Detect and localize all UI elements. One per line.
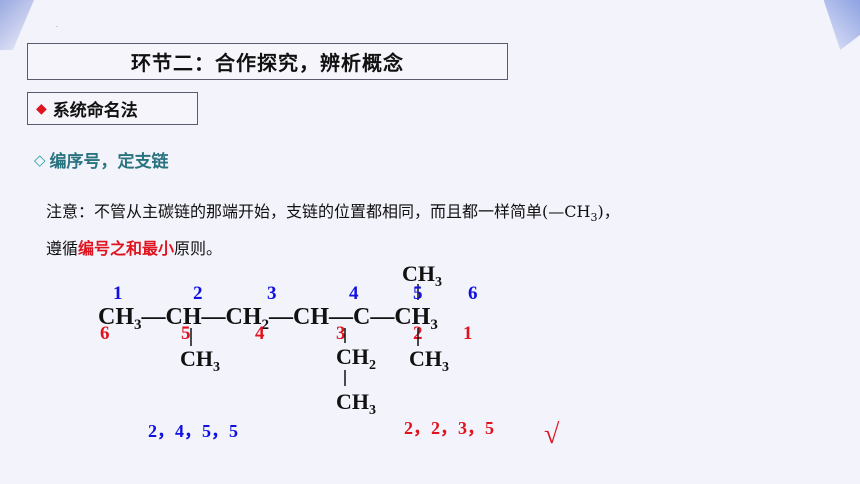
branch-c4-ch2: CH2 <box>336 344 376 373</box>
sub-heading-text: 编序号，定支链 <box>49 152 169 172</box>
num-left-4: 4 <box>349 283 359 304</box>
check-mark-icon: √ <box>544 419 560 450</box>
num-left-2: 2 <box>193 283 203 304</box>
hollow-diamond-icon: ◇ <box>34 150 46 169</box>
section-heading: 系统命名法 <box>52 101 138 121</box>
note-subscript: 3 <box>590 211 598 225</box>
decorative-dot: . <box>56 22 58 29</box>
num-right-3: 3 <box>336 323 346 344</box>
main-chain: CH3—CH—CH2—CH—C—CH3 <box>98 304 438 333</box>
section-heading-box: ◆ 系统命名法 <box>27 92 198 125</box>
num-left-5: 5 <box>413 283 423 304</box>
note-line-2-end: 原则。 <box>174 239 223 258</box>
note-line-1-end: )， <box>597 202 620 221</box>
branch-c2: CH3 <box>180 346 220 375</box>
blue-locants: 2，4，5，5 <box>148 421 238 441</box>
num-right-5: 5 <box>181 323 191 344</box>
note-line-2: 遵循编号之和最小原则。 <box>46 235 222 259</box>
diamond-bullet-icon: ◆ <box>36 100 47 117</box>
note-line-1-text: 注意：不管从主碳链的那端开始，支链的位置都相同，而且都一样简单(—CH <box>46 202 591 221</box>
num-right-1: 1 <box>463 323 473 344</box>
branch-c5-up: CH3 <box>402 261 442 290</box>
note-line-1: 注意：不管从主碳链的那端开始，支链的位置都相同，而且都一样简单(—CH3)， <box>46 198 620 224</box>
sub-heading: ◇ 编序号，定支链 <box>34 147 169 173</box>
red-locants: 2，2，3，5 <box>404 418 494 438</box>
num-right-6: 6 <box>100 323 110 344</box>
note-line-2-start: 遵循 <box>46 239 79 258</box>
branch-c5-down: CH3 <box>409 346 449 375</box>
num-left-6: 6 <box>468 283 478 304</box>
slide-title: 环节二：合作探究，辨析概念 <box>131 51 404 75</box>
num-right-4: 4 <box>255 323 265 344</box>
branch-c4-ch3: CH3 <box>336 389 376 418</box>
note-emphasis: 编号之和最小 <box>78 239 175 258</box>
slide-title-box: 环节二：合作探究，辨析概念 <box>27 43 508 80</box>
num-left-3: 3 <box>267 283 277 304</box>
num-left-1: 1 <box>113 283 123 304</box>
